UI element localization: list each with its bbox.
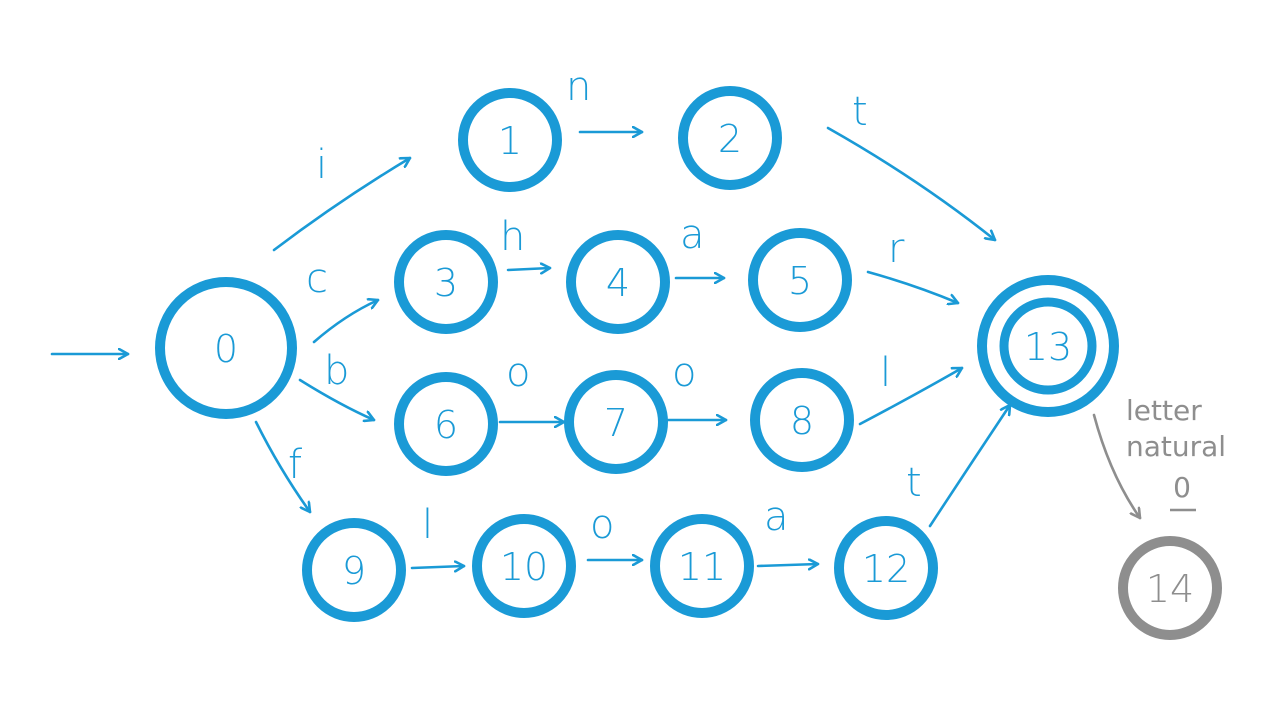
state-7: 7 [564,370,668,474]
state-8: 8 [750,368,854,472]
state-13-accepting: 13 [977,275,1119,417]
edge-0-1 [272,156,412,252]
state-8-label: 8 [790,399,814,443]
edge-labels: i n t c h a r b o o l f l o a t [288,64,922,548]
state-3-label: 3 [434,261,458,305]
edge-label-5-13: r [888,226,905,272]
accepting-ring [999,297,1097,395]
edges [50,126,1142,568]
state-14-dead: 14 [1118,536,1222,640]
state-13-label: 13 [1024,325,1072,369]
edge-8-13 [858,366,964,426]
edge-11-12 [756,564,820,566]
state-9-label: 9 [342,549,366,593]
edge-label-4-5: a [680,212,705,258]
edge-label-1-2: n [566,64,591,110]
note-zero: 0 [1173,471,1191,504]
edge-0-6 [298,378,376,420]
edge-label-7-8: o [672,350,696,396]
edge-label-9-10: l [422,502,433,548]
state-6: 6 [394,372,498,476]
note-natural: natural [1126,430,1226,463]
edge-0-3 [312,300,380,344]
state-4-label: 4 [606,261,630,305]
edge-0-9 [254,420,312,514]
edge-5-13 [866,270,960,303]
nodes: 0 1 2 3 4 5 6 7 [155,86,1222,640]
state-2: 2 [678,86,782,190]
state-14-label: 14 [1146,567,1194,611]
edge-13-14 [1092,413,1142,520]
edge-label-10-11: o [590,502,614,548]
edge-label-0-1: i [316,142,327,188]
state-0: 0 [155,277,297,419]
edge-3-4 [506,268,552,270]
edge-9-10 [410,566,466,568]
edge-12-13 [928,403,1012,528]
state-5: 5 [748,228,852,332]
state-12: 12 [834,516,938,620]
dead-transition-note: letter natural 0 [1126,394,1226,512]
state-4: 4 [566,230,670,334]
state-11: 11 [650,514,754,618]
state-1-label: 1 [498,119,522,163]
edge-label-8-13: l [880,350,891,396]
edge-label-12-13: t [906,460,922,506]
state-10-label: 10 [500,545,548,589]
state-0-label: 0 [214,327,238,371]
edge-label-2-13: t [852,89,868,135]
state-11-label: 11 [678,545,726,589]
state-6-label: 6 [434,403,458,447]
state-1: 1 [458,88,562,192]
edge-label-11-12: a [764,494,789,540]
edge-label-0-9: f [288,442,302,488]
edge-label-0-6: b [324,348,349,394]
edge-label-0-3: c [306,256,328,302]
state-7-label: 7 [604,401,628,445]
state-2-label: 2 [718,117,742,161]
note-letter: letter [1126,394,1202,427]
state-5-label: 5 [788,259,812,303]
edge-label-3-4: h [500,214,525,260]
edge-label-6-7: o [506,350,530,396]
state-9: 9 [302,518,406,622]
state-3: 3 [394,230,498,334]
edge-2-13 [826,126,997,242]
state-12-label: 12 [862,547,910,591]
state-10: 10 [472,514,576,618]
